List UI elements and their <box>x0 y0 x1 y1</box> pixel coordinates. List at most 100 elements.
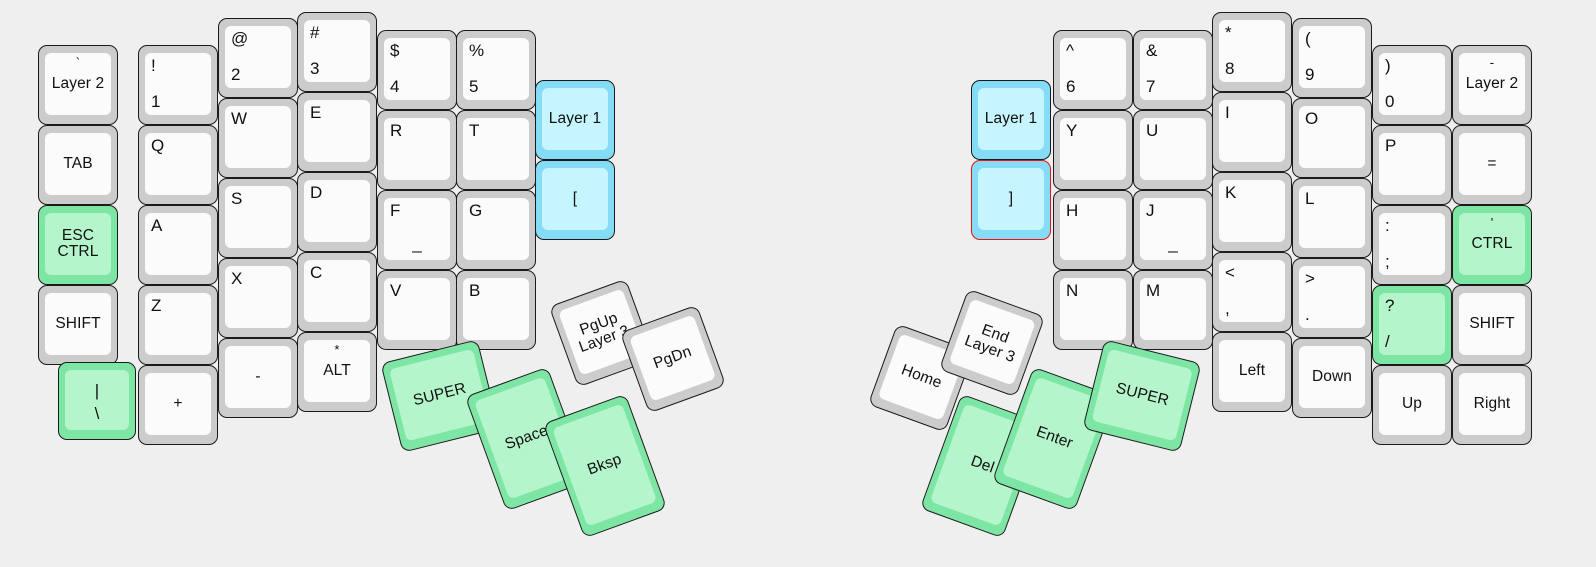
key-6[interactable]: ^6 <box>1053 30 1133 110</box>
key-cap: M <box>1140 278 1206 340</box>
key-f[interactable]: F_ <box>377 190 457 270</box>
key-d[interactable]: D <box>297 172 377 252</box>
key-w[interactable]: W <box>218 98 298 178</box>
key-left[interactable]: Left <box>1212 332 1292 412</box>
key-i[interactable]: I <box>1212 92 1292 172</box>
key-s[interactable]: S <box>218 178 298 258</box>
key-semicolon[interactable]: :; <box>1372 205 1452 285</box>
key-up[interactable]: Up <box>1372 365 1452 445</box>
key-q[interactable]: Q <box>138 125 218 205</box>
key-2[interactable]: @2 <box>218 18 298 98</box>
key-shift-left[interactable]: SHIFT <box>38 285 118 365</box>
key-cap: - <box>225 346 291 408</box>
key-n[interactable]: N <box>1053 270 1133 350</box>
key-5[interactable]: %5 <box>456 30 536 110</box>
key-minus[interactable]: - <box>218 338 298 418</box>
key-l[interactable]: L <box>1292 178 1372 258</box>
key-t[interactable]: T <box>456 110 536 190</box>
key-g[interactable]: G <box>456 190 536 270</box>
key-1[interactable]: !1 <box>138 45 218 125</box>
key-cap: Left <box>1219 340 1285 402</box>
key-legend-center: ALT <box>323 361 351 379</box>
key-o[interactable]: O <box>1292 98 1372 178</box>
key-legend-center: PgDn <box>651 342 694 373</box>
key-slash[interactable]: ?/ <box>1372 285 1452 365</box>
key-layer2-minus[interactable]: -Layer 2 <box>1452 45 1532 125</box>
key-cap: S <box>225 186 291 248</box>
key-legend-center: SHIFT <box>55 314 101 332</box>
key-cap: PgDn <box>629 314 717 402</box>
key-legend-center: Down <box>1311 367 1353 385</box>
key-8[interactable]: *8 <box>1212 12 1292 92</box>
key-j[interactable]: J_ <box>1133 190 1213 270</box>
key-alt[interactable]: *ALT <box>297 332 377 412</box>
key-3[interactable]: #3 <box>297 12 377 92</box>
key-a[interactable]: A <box>138 205 218 285</box>
key-legend-top-center: ' <box>1490 215 1494 230</box>
key-layer2-grave[interactable]: `Layer 2 <box>38 45 118 125</box>
key-layer1-left[interactable]: Layer 1 <box>535 80 615 160</box>
key-legend-top-left: E <box>310 103 322 122</box>
key-cap: J_ <box>1140 198 1206 260</box>
key-p[interactable]: P <box>1372 125 1452 205</box>
key-legend-top-left: R <box>390 121 403 140</box>
key-legend-top-left: M <box>1146 281 1161 300</box>
key-cap: X <box>225 266 291 328</box>
key-r[interactable]: R <box>377 110 457 190</box>
key-0[interactable]: )0 <box>1372 45 1452 125</box>
key-m[interactable]: M <box>1133 270 1213 350</box>
key-cap: L <box>1299 186 1365 248</box>
key-period[interactable]: >. <box>1292 258 1372 338</box>
key-z[interactable]: Z <box>138 285 218 365</box>
key-legend-top-left: J <box>1146 201 1155 220</box>
key-4[interactable]: $4 <box>377 30 457 110</box>
key-cap: -Layer 2 <box>1459 53 1525 115</box>
key-shift-right[interactable]: SHIFT <box>1452 285 1532 365</box>
key-plus[interactable]: + <box>138 365 218 445</box>
key-u[interactable]: U <box>1133 110 1213 190</box>
key-h[interactable]: H <box>1053 190 1133 270</box>
key-legend-center: Space <box>502 421 551 454</box>
key-quote-ctrl[interactable]: 'CTRL <box>1452 205 1532 285</box>
key-layer1-right[interactable]: Layer 1 <box>971 80 1051 160</box>
key-comma[interactable]: <, <box>1212 252 1292 332</box>
key-cap: ^6 <box>1060 38 1126 100</box>
key-legend-top-left: $ <box>390 41 400 60</box>
key-legend-top-center: ` <box>75 55 81 70</box>
key-x[interactable]: X <box>218 258 298 338</box>
key-legend-top-left: ^ <box>1066 41 1075 60</box>
key-pipe-backslash[interactable]: |\ <box>58 362 136 440</box>
key-k[interactable]: K <box>1212 172 1292 252</box>
key-legend-center: Layer 2 <box>1465 74 1519 92</box>
key-bracket-right[interactable]: ] <box>971 160 1051 240</box>
key-legend-top-left: & <box>1146 41 1158 60</box>
key-cap: (9 <box>1299 26 1365 88</box>
key-cap: &7 <box>1140 38 1206 100</box>
key-cap: A <box>145 213 211 275</box>
key-y[interactable]: Y <box>1053 110 1133 190</box>
key-b[interactable]: B <box>456 270 536 350</box>
key-legend-stack: |\ <box>94 381 100 423</box>
key-legend-center: TAB <box>63 154 93 172</box>
key-e[interactable]: E <box>297 92 377 172</box>
key-bracket-left[interactable]: [ <box>535 160 615 240</box>
key-7[interactable]: &7 <box>1133 30 1213 110</box>
key-legend-top-left: < <box>1225 263 1236 282</box>
key-cap: ?/ <box>1379 293 1445 355</box>
key-legend-top-left: G <box>469 201 483 220</box>
key-legend-center: Layer 1 <box>548 109 602 127</box>
key-legend-bottom-left: 8 <box>1225 59 1235 79</box>
key-down[interactable]: Down <box>1292 338 1372 418</box>
key-cap: Q <box>145 133 211 195</box>
key-9[interactable]: (9 <box>1292 18 1372 98</box>
key-right[interactable]: Right <box>1452 365 1532 445</box>
key-cap: G <box>463 198 529 260</box>
key-v[interactable]: V <box>377 270 457 350</box>
key-c[interactable]: C <box>297 252 377 332</box>
key-legend-top-left: B <box>469 281 481 300</box>
key-tab[interactable]: TAB <box>38 125 118 205</box>
key-legend-bottom-left: . <box>1305 305 1310 325</box>
key-equal[interactable]: = <box>1452 125 1532 205</box>
